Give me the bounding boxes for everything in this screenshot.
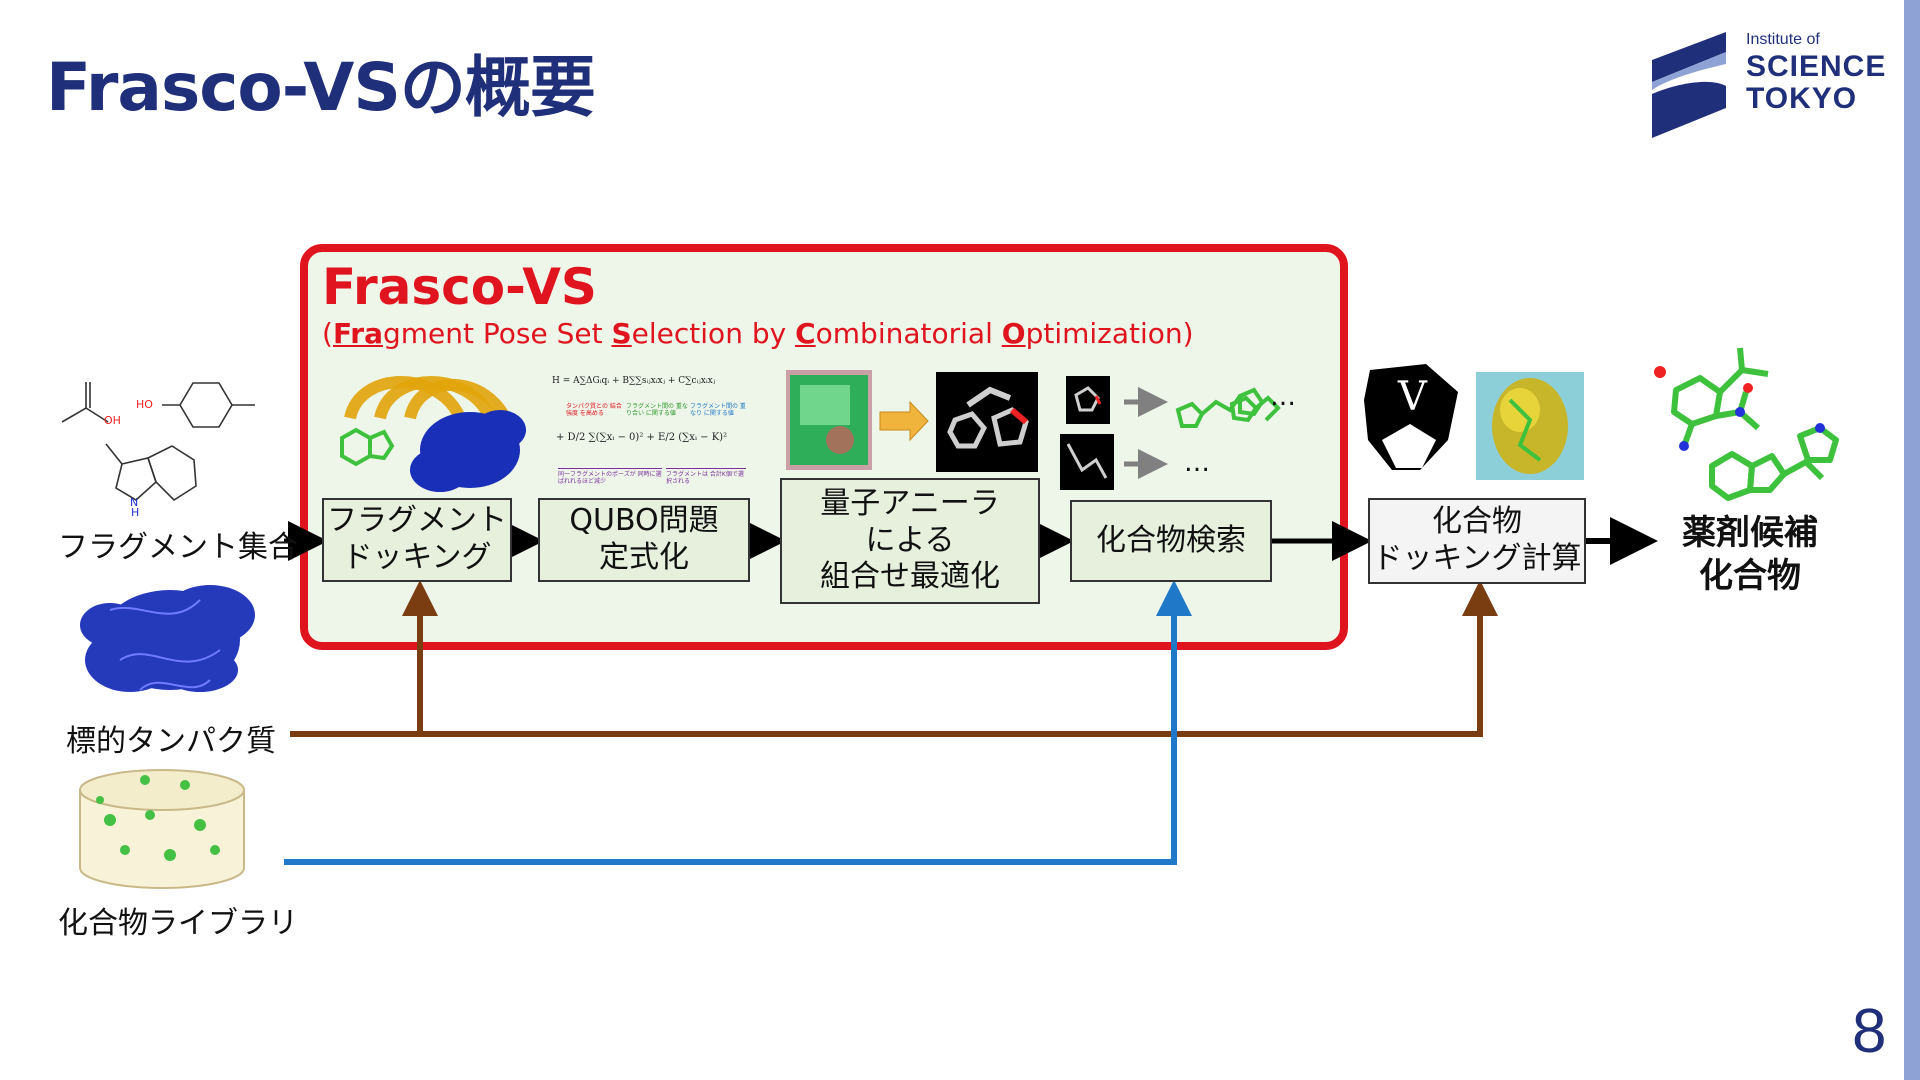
fragment-docking-step: フラグメントドッキング <box>322 498 512 582</box>
fragment-set-label: フラグメント集合 <box>58 530 298 565</box>
logo-line1: Institute of <box>1746 31 1820 48</box>
right-accent-bar <box>1904 0 1920 1080</box>
logo-line2: SCIENCE <box>1746 50 1887 83</box>
qubo-equation-line2: + D/2 ∑(∑xᵢ − 0)² + E/2 (∑xᵢ − K)² <box>556 432 728 443</box>
fragment-docking-image-icon <box>340 376 526 492</box>
drug-candidate-result: 薬剤候補化合物 <box>1682 513 1818 596</box>
vina-logo-icon: V <box>1364 364 1458 470</box>
oh-label: OH <box>104 414 121 427</box>
drug-candidate-icon <box>1671 347 1839 501</box>
cresol-icon <box>162 382 255 428</box>
qubo-note-green: フラグメント間の 重なり合い に関する値 <box>626 403 688 418</box>
frasco-vs-subtitle: (Fragment Pose Set Selection by Combinat… <box>322 317 1194 350</box>
docked-pose-image-icon <box>1476 372 1584 480</box>
annealer-optimization-step: 量子アニーラによる組合せ最適化 <box>780 478 1040 604</box>
methylindole-icon <box>105 443 197 502</box>
compound-docking-step: 化合物ドッキング計算 <box>1368 498 1586 584</box>
page-title: Frasco-VSの概要 <box>46 49 596 126</box>
selected-pose-image-icon <box>936 372 1038 472</box>
ellipsis-2: … <box>1184 448 1210 478</box>
fragment-query-image-1-icon <box>1066 376 1110 424</box>
n-label: N <box>130 496 139 509</box>
process-arrow-icon <box>879 400 929 442</box>
qubo-formulation-step: QUBO問題定式化 <box>538 498 750 582</box>
frasco-vs-title: Frasco-VS <box>322 258 597 316</box>
h-label: H <box>131 506 140 519</box>
logo-text: Institute of SCIENCE TOKYO <box>1746 32 1886 114</box>
annealer-protein-image-icon <box>786 370 872 470</box>
ho-label: HO <box>136 398 153 411</box>
target-protein-label: 標的タンパク質 <box>66 724 276 759</box>
qubo-note-blue: フラグメント間の 重なり に関する値 <box>690 403 746 418</box>
qubo-equation-line1: H = A∑ΔGᵢqᵢ + B∑∑sᵢⱼxᵢxⱼ + C∑cᵢⱼxᵢxⱼ <box>552 376 716 386</box>
logo-line3: TOKYO <box>1746 82 1858 115</box>
compound-library-icon <box>79 769 245 889</box>
found-compounds-icon <box>1175 387 1281 428</box>
page-number: 8 <box>1852 997 1887 1066</box>
fragment-query-image-2-icon <box>1060 434 1114 490</box>
compound-search-step: 化合物検索 <box>1070 500 1272 582</box>
acetic-acid-icon <box>61 382 109 423</box>
svg-text:V: V <box>1397 374 1428 420</box>
compound-library-label: 化合物ライブラリ <box>58 906 298 941</box>
qubo-note-purple2: フラグメントは 合計K個で選択される <box>666 468 746 485</box>
target-protein-icon <box>80 585 255 692</box>
qubo-note-red: タンパク質との 結合強度 を高める <box>566 403 622 418</box>
ellipsis-1: … <box>1270 382 1296 412</box>
qubo-note-purple1: 同一フラグメントのポーズが 同時に選ばれれるほど減少 <box>558 468 662 485</box>
